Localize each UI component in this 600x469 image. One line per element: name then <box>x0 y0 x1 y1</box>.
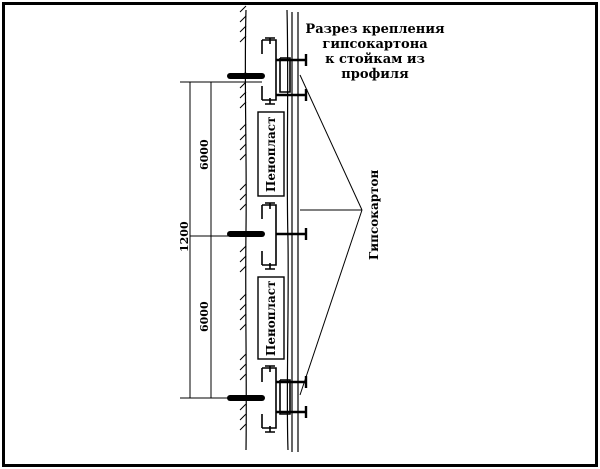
dimension-lower: 6000 <box>198 301 211 332</box>
dimension-upper: 6000 <box>198 139 211 170</box>
insulation-label-upper: Пенопласт <box>264 116 278 192</box>
title-line-1: Разрез крепления <box>305 22 445 37</box>
insulation-upper <box>257 111 285 197</box>
title-line-3: к стойкам из <box>325 52 425 67</box>
profile-bottom <box>261 365 291 433</box>
title-line-4: профиля <box>341 67 409 82</box>
profile-top <box>261 37 291 105</box>
insulation-label-lower: Пенопласт <box>264 280 278 356</box>
screws <box>276 54 308 418</box>
wall-hatching <box>239 5 247 431</box>
title-line-2: гипсокартона <box>322 37 428 52</box>
dimension-total: 1200 <box>178 221 191 252</box>
board-leaders <box>299 74 363 396</box>
board-label: Гипсокартон <box>367 169 381 260</box>
dimension-lines <box>180 81 262 399</box>
insulation-lower <box>257 276 285 360</box>
wall-right-edge <box>286 9 289 451</box>
